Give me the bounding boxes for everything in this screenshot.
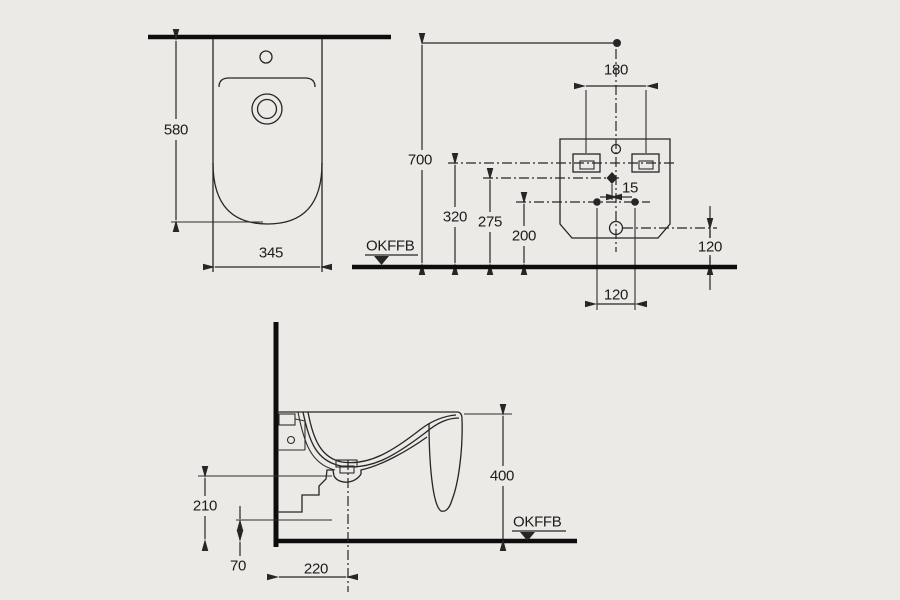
rear-drain-outlet <box>608 220 624 236</box>
dim-bolt-height-200: 200 <box>507 192 541 275</box>
datum-symbol-right: OKFFB <box>512 514 566 541</box>
datum-label: OKFFB <box>513 514 562 531</box>
datum-symbol-left: OKFFB <box>365 238 418 265</box>
dim-text-backing <box>473 212 507 232</box>
dim-label-overall-height: 700 <box>408 152 432 169</box>
rear-top-reference-point <box>613 39 621 47</box>
dim-label-depth: 580 <box>164 122 188 139</box>
datum-triangle-icon <box>374 256 389 265</box>
side-basin-curve-inner <box>307 411 457 464</box>
rear-view: 180 700 320 275 200 15 <box>352 33 737 310</box>
plan-bowl-back-edge <box>218 77 316 88</box>
dim-label-clearance: 70 <box>230 558 246 575</box>
rear-fixing-hole-right-slot <box>638 160 654 170</box>
side-profile-outer <box>277 411 463 512</box>
dim-text-backing <box>694 238 726 257</box>
side-mounting-block <box>277 413 306 451</box>
rear-bolt-right <box>631 198 639 206</box>
plan-outline-front-curve <box>212 162 323 225</box>
dim-label-hole-spacing: 180 <box>604 62 628 79</box>
dim-underside-height-210: 210 <box>187 466 332 551</box>
datum-label: OKFFB <box>366 238 415 255</box>
dim-outlet-distance-220: 220 <box>267 561 358 581</box>
dim-label-outlet-distance: 220 <box>304 561 328 578</box>
plan-drain-inner <box>256 98 278 120</box>
dim-label-inlet-height: 275 <box>478 214 502 231</box>
rear-bolt-left <box>593 198 601 206</box>
dim-fixing-height-320: 320 <box>438 153 472 275</box>
plan-view: 580 345 <box>148 29 391 272</box>
dim-rim-height-400: 400 <box>464 404 521 551</box>
dim-text-backing <box>403 150 438 170</box>
plan-drain-outer <box>251 93 283 125</box>
side-drain-plug-inner <box>339 465 355 474</box>
dim-text-backing <box>507 226 541 246</box>
side-view: 400 210 70 220 OKFFB <box>187 322 577 592</box>
dim-label-rim-height: 400 <box>490 468 514 485</box>
dim-label-underside-height: 210 <box>193 498 217 515</box>
side-profile-underside <box>277 436 428 513</box>
rear-water-inlet-marker <box>606 172 618 184</box>
dim-inlet-height-275: 275 <box>473 168 507 275</box>
dim-fixing-hole-spacing-180: 180 <box>574 62 658 153</box>
datum-triangle-icon <box>520 532 535 541</box>
dim-text-backing <box>438 207 472 227</box>
dim-label-inlet-offset: 15 <box>622 180 638 197</box>
dim-text-backing <box>484 466 521 486</box>
dim-depth-580: 580 <box>157 29 195 232</box>
dim-label-bolt-spacing: 120 <box>604 287 628 304</box>
block-link-line <box>294 418 306 422</box>
dim-label-outlet-height: 120 <box>698 239 722 256</box>
rear-fixing-hole-left-slot <box>579 160 595 170</box>
dim-label-bolt-height: 200 <box>512 228 536 245</box>
block-fixing-hole <box>286 435 296 445</box>
dim-label-fixing-height: 320 <box>443 209 467 226</box>
side-drain-plug-outer <box>335 459 358 468</box>
block-bracket <box>278 413 296 426</box>
rear-top-hole <box>610 143 622 155</box>
dim-clearance-height-70: 70 <box>230 506 332 575</box>
dim-text-backing <box>187 496 223 516</box>
dim-outlet-height-120: 120 <box>694 206 726 290</box>
dim-bolt-spacing-120: 120 <box>585 208 647 310</box>
dim-label-width: 345 <box>259 245 283 262</box>
dim-inlet-offset-15: 15 <box>600 180 638 201</box>
dim-overall-height-700: 700 <box>403 33 438 275</box>
dim-text-backing <box>157 119 195 140</box>
dim-width-345: 345 <box>203 245 332 271</box>
side-basin-curve-outer <box>302 411 460 468</box>
plan-tap-hole <box>259 50 273 64</box>
rear-body-outline <box>559 138 671 239</box>
